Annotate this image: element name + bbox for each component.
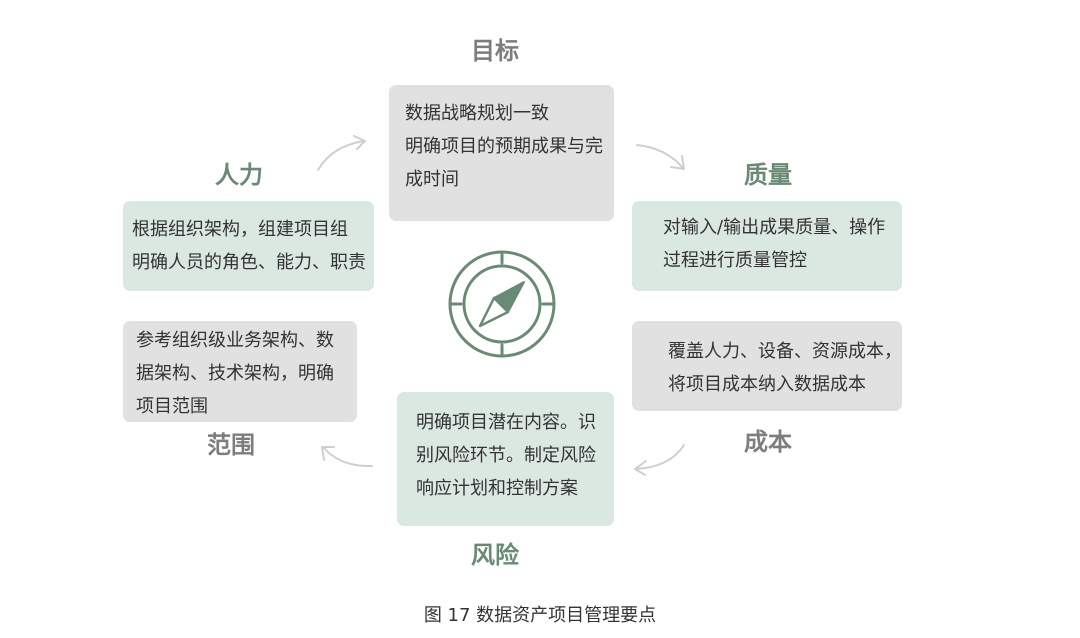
curved-arrow-icon bbox=[636, 144, 685, 170]
box-cost: 覆盖人力、设备、资源成本， 将项目成本纳入数据成本 bbox=[632, 321, 902, 411]
box-people: 根据组织架构，组建项目组 明确人员的角色、能力、职责 bbox=[123, 201, 374, 291]
label-scope: 范围 bbox=[207, 431, 255, 459]
curved-arrow-icon bbox=[634, 444, 685, 476]
box-goal-line: 成时间 bbox=[405, 169, 459, 190]
figure-caption: 图 17 数据资产项目管理要点 bbox=[423, 605, 657, 626]
box-risk: 明确项目潜在内容。识 别风险环节。制定风险 响应计划和控制方案 bbox=[397, 392, 614, 526]
label-risk: 风险 bbox=[471, 541, 519, 569]
box-scope-line: 参考组织级业务架构、数 bbox=[136, 330, 334, 351]
box-scope-line: 据架构、技术架构，明确 bbox=[136, 363, 334, 384]
curved-arrow-icon bbox=[317, 135, 366, 171]
box-people-line: 根据组织架构，组建项目组 bbox=[132, 219, 348, 240]
box-people-line: 明确人员的角色、能力、职责 bbox=[132, 252, 366, 273]
box-goal-line: 数据战略规划一致 bbox=[405, 103, 549, 124]
box-quality: 对输入/输出成果质量、操作 过程进行质量管控 bbox=[632, 201, 902, 291]
box-scope: 参考组织级业务架构、数 据架构、技术架构，明确 项目范围 bbox=[123, 321, 357, 422]
box-quality-line: 过程进行质量管控 bbox=[663, 250, 807, 271]
box-cost-line: 覆盖人力、设备、资源成本， bbox=[668, 341, 902, 362]
label-people: 人力 bbox=[215, 161, 263, 189]
box-risk-line: 响应计划和控制方案 bbox=[416, 478, 578, 499]
box-quality-line: 对输入/输出成果质量、操作 bbox=[663, 217, 886, 238]
label-goal: 目标 bbox=[471, 37, 519, 65]
box-goal-line: 明确项目的预期成果与完 bbox=[405, 136, 603, 157]
box-scope-line: 项目范围 bbox=[136, 396, 208, 417]
label-quality: 质量 bbox=[744, 161, 792, 189]
label-cost: 成本 bbox=[744, 428, 792, 456]
box-risk-line: 明确项目潜在内容。识 bbox=[416, 412, 596, 433]
curved-arrow-icon bbox=[321, 446, 373, 468]
compass-icon bbox=[448, 250, 556, 358]
box-goal: 数据战略规划一致 明确项目的预期成果与完 成时间 bbox=[389, 85, 614, 221]
box-risk-line: 别风险环节。制定风险 bbox=[416, 445, 596, 466]
box-cost-line: 将项目成本纳入数据成本 bbox=[668, 374, 866, 395]
